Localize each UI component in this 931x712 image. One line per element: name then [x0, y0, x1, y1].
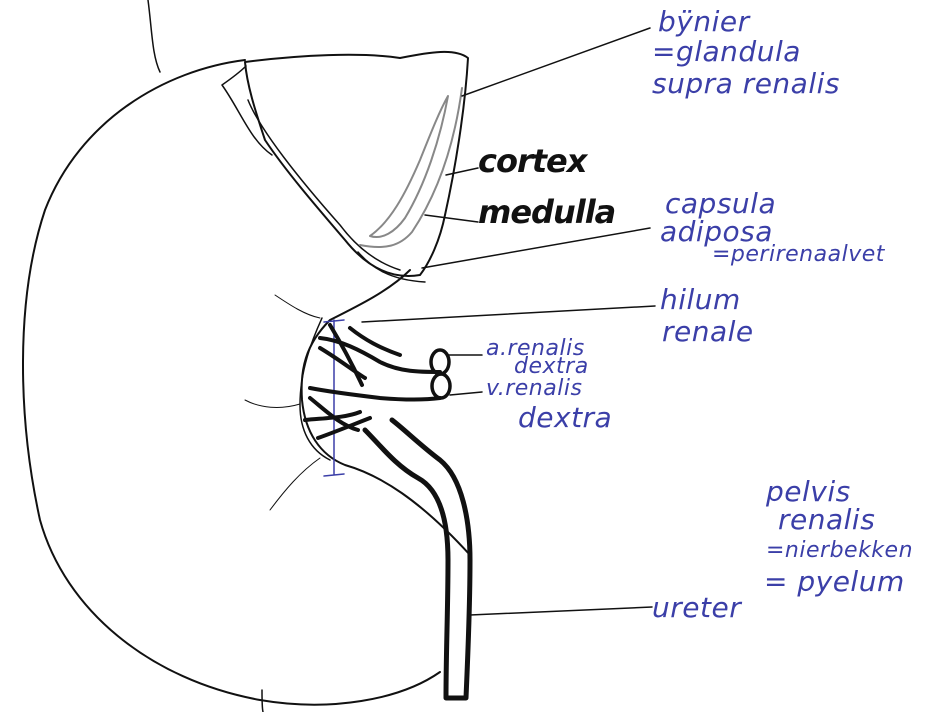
renal-artery [320, 338, 440, 372]
label-pyelum: = pyelum [764, 568, 905, 596]
renal-vessel [305, 412, 360, 420]
label-cortex: cortex [478, 145, 586, 177]
renal-vessel [318, 418, 370, 438]
leader-cortex [446, 168, 478, 175]
label-pelvis-renalis: renalis [778, 506, 875, 534]
label-vena-dextra: dextra [518, 404, 612, 432]
label-nierbekken: =nierbekken [766, 540, 913, 562]
sketch-line [270, 458, 320, 510]
sketch-line [275, 295, 320, 318]
label-bijnier-synonym-1: =glandula [652, 38, 801, 66]
background-line [148, 0, 160, 72]
sketch-line [245, 400, 300, 407]
leader-ureter [470, 607, 652, 615]
adrenal-inner-line [248, 100, 400, 270]
label-medulla: medulla [478, 196, 615, 228]
label-hilum-renale: renale [662, 318, 754, 346]
adrenal-gland [245, 52, 468, 276]
label-bijnier: bÿnier [658, 8, 750, 36]
label-pelvis: pelvis [766, 478, 851, 506]
leader-medulla [425, 215, 478, 222]
leader-hilum [362, 306, 655, 322]
label-bijnier-synonym-2: supra renalis [652, 70, 840, 98]
label-ureter: ureter [652, 594, 741, 622]
leader-bijnier [462, 28, 650, 96]
renal-vein [310, 388, 440, 400]
vein-cut-end [432, 374, 450, 398]
ureter [365, 420, 470, 698]
label-vena-renalis: v.renalis [486, 378, 582, 400]
adrenal-cortex-strip [360, 88, 462, 247]
leader-vein [450, 392, 482, 395]
label-perirenaalvet: =perirenaalvet [712, 244, 885, 266]
background-line [262, 690, 263, 712]
label-hilum: hilum [660, 286, 741, 314]
label-capsula: capsula [665, 190, 776, 218]
label-arteria-dextra: dextra [514, 356, 589, 378]
leader-capsula [422, 228, 650, 268]
kidney-outline [23, 60, 471, 705]
